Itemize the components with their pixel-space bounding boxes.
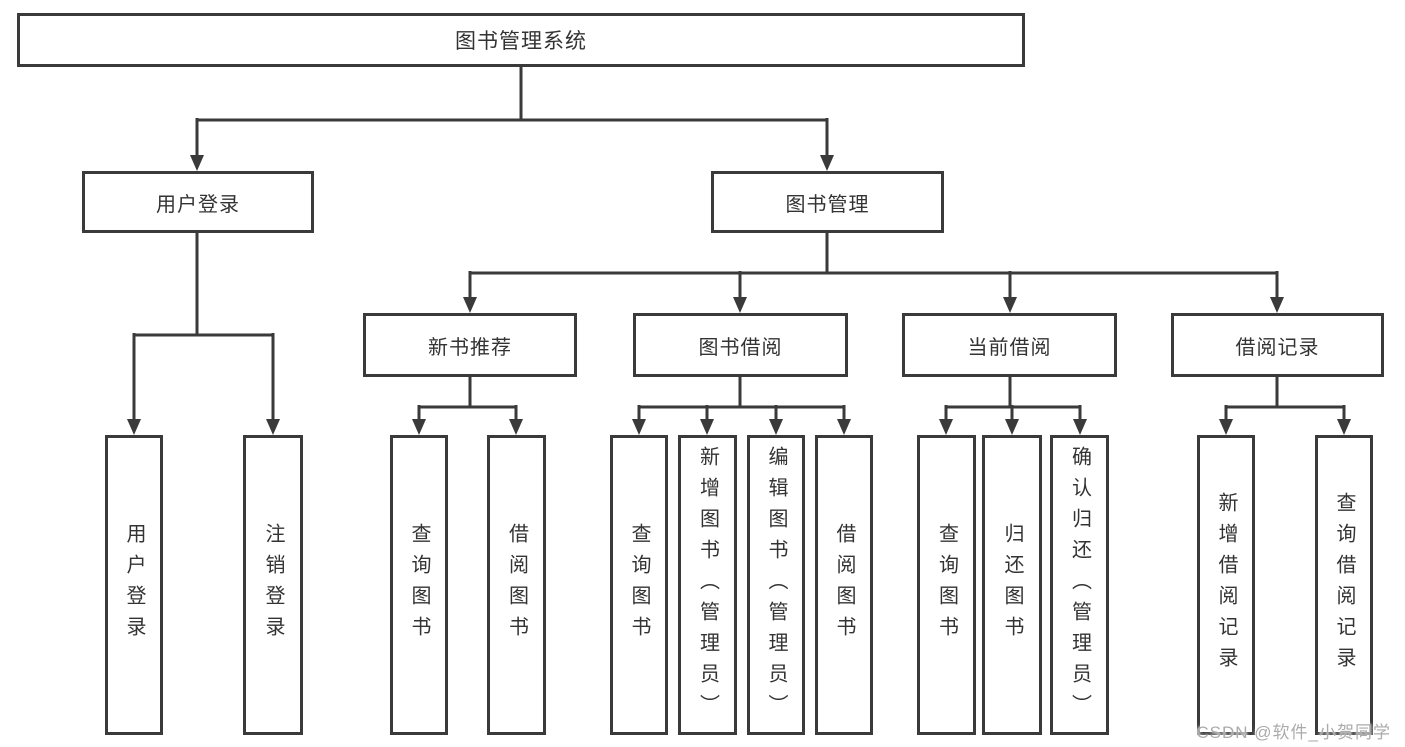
connector-book-borrow-leaves [632,377,851,435]
connector-root-to-branches [190,67,834,171]
connector-book-management-sections [463,233,1284,313]
connector-user-login-leaves [127,233,280,435]
leaf-query-books-recommend: 查询图书 [390,435,448,735]
leaf-query-books-current: 查询图书 [917,435,976,735]
leaf-borrow-books: 借阅图书 [815,435,873,735]
leaf-edit-books-admin: 编辑图书（管理员） [747,435,805,735]
leaf-label: 新增图书（管理员） [696,445,719,725]
leaf-label: 新增借阅记录 [1215,492,1237,678]
leaf-add-borrow-record: 新增借阅记录 [1197,435,1255,735]
node-new-book-recommend: 新书推荐 [363,313,577,377]
leaf-logout: 注销登录 [243,435,303,735]
leaf-confirm-return-admin: 确认归还（管理员） [1050,435,1109,735]
leaf-query-books-borrow: 查询图书 [610,435,668,735]
node-borrow-records: 借阅记录 [1171,313,1384,377]
leaf-label: 借阅图书 [505,523,528,647]
leaf-label: 注销登录 [262,523,284,647]
leaf-label: 查询图书 [408,523,430,647]
node-library-management-system: 图书管理系统 [17,13,1025,67]
connector-current-borrow-leaves [939,377,1087,435]
leaf-query-borrow-record: 查询借阅记录 [1315,435,1373,735]
node-book-borrow: 图书借阅 [633,313,848,377]
leaf-return-books: 归还图书 [982,435,1042,735]
node-current-borrow: 当前借阅 [902,313,1117,377]
node-user-login: 用户登录 [82,171,314,233]
connector-borrow-record-leaves [1219,377,1351,435]
leaf-label: 确认归还（管理员） [1068,445,1091,725]
node-book-management: 图书管理 [711,171,944,233]
leaf-label: 用户登录 [123,523,145,647]
leaf-add-books-admin: 新增图书（管理员） [678,435,737,735]
connector-new-book-leaves [412,377,523,435]
leaf-label: 查询图书 [935,523,958,647]
leaf-label: 借阅图书 [833,523,855,647]
leaf-label: 归还图书 [1001,523,1023,647]
leaf-label: 编辑图书（管理员） [765,445,787,725]
leaf-label: 查询借阅记录 [1333,492,1355,678]
leaf-label: 查询图书 [628,523,650,647]
leaf-borrow-books-recommend: 借阅图书 [487,435,546,735]
leaf-user-login: 用户登录 [105,435,163,735]
